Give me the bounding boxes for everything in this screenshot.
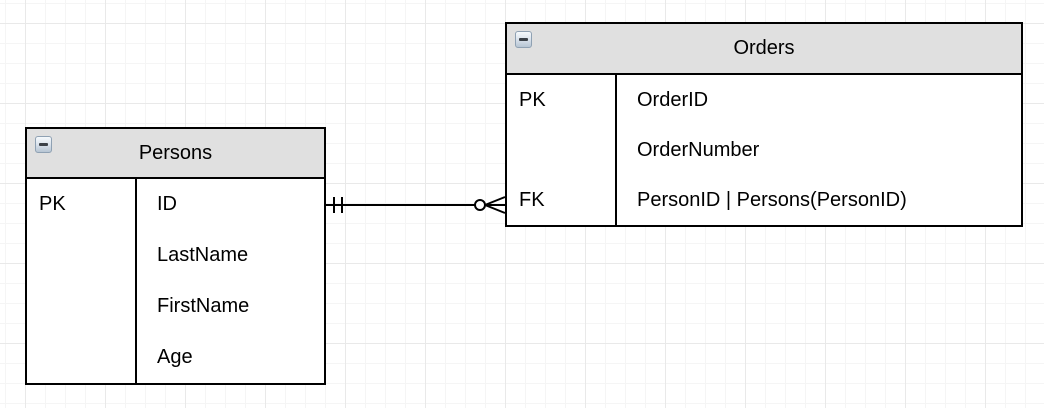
- field-cell-orderid[interactable]: OrderID: [637, 88, 709, 111]
- key-cell: PK: [519, 88, 546, 111]
- entity-orders-header: Orders: [507, 24, 1021, 75]
- zero-or-many-notation-icon: [474, 196, 506, 214]
- field-cell-firstname[interactable]: FirstName: [157, 295, 250, 317]
- key-column: PK: [27, 179, 137, 383]
- field-cell-ordernumber[interactable]: OrderNumber: [637, 138, 760, 161]
- entity-persons-title: Persons: [138, 141, 213, 164]
- minus-glyph: [39, 143, 48, 146]
- key-cell: [27, 281, 135, 332]
- field-cell-lastname[interactable]: LastName: [157, 244, 249, 266]
- entity-persons-body: PK ID LastName FirstName Age: [27, 179, 324, 383]
- collapse-minus-icon[interactable]: [35, 136, 52, 153]
- field-column: OrderID OrderNumber PersonID | Persons(P…: [617, 75, 1021, 225]
- field-cell-personid-fk[interactable]: PersonID | Persons(PersonID): [637, 188, 907, 211]
- field-cell-id[interactable]: ID: [157, 193, 177, 215]
- field-cell-age[interactable]: Age: [157, 346, 193, 368]
- key-cell: [27, 230, 135, 281]
- key-column: PK FK: [507, 75, 617, 225]
- one-and-only-one-notation-icon: [333, 197, 343, 213]
- minus-glyph: [519, 38, 528, 41]
- key-cell: [27, 332, 135, 383]
- entity-persons-header: Persons: [27, 129, 324, 179]
- entity-persons[interactable]: Persons PK ID LastName FirstName Age: [25, 127, 326, 385]
- collapse-minus-icon[interactable]: [515, 31, 532, 48]
- entity-orders-title: Orders: [733, 37, 795, 59]
- key-cell: FK: [519, 188, 545, 211]
- key-cell: PK: [39, 193, 66, 215]
- entity-orders[interactable]: Orders PK FK OrderID OrderNumber PersonI…: [505, 22, 1023, 227]
- key-cell: [507, 125, 615, 175]
- entity-orders-body: PK FK OrderID OrderNumber PersonID | Per…: [507, 75, 1021, 225]
- field-column: ID LastName FirstName Age: [137, 179, 324, 383]
